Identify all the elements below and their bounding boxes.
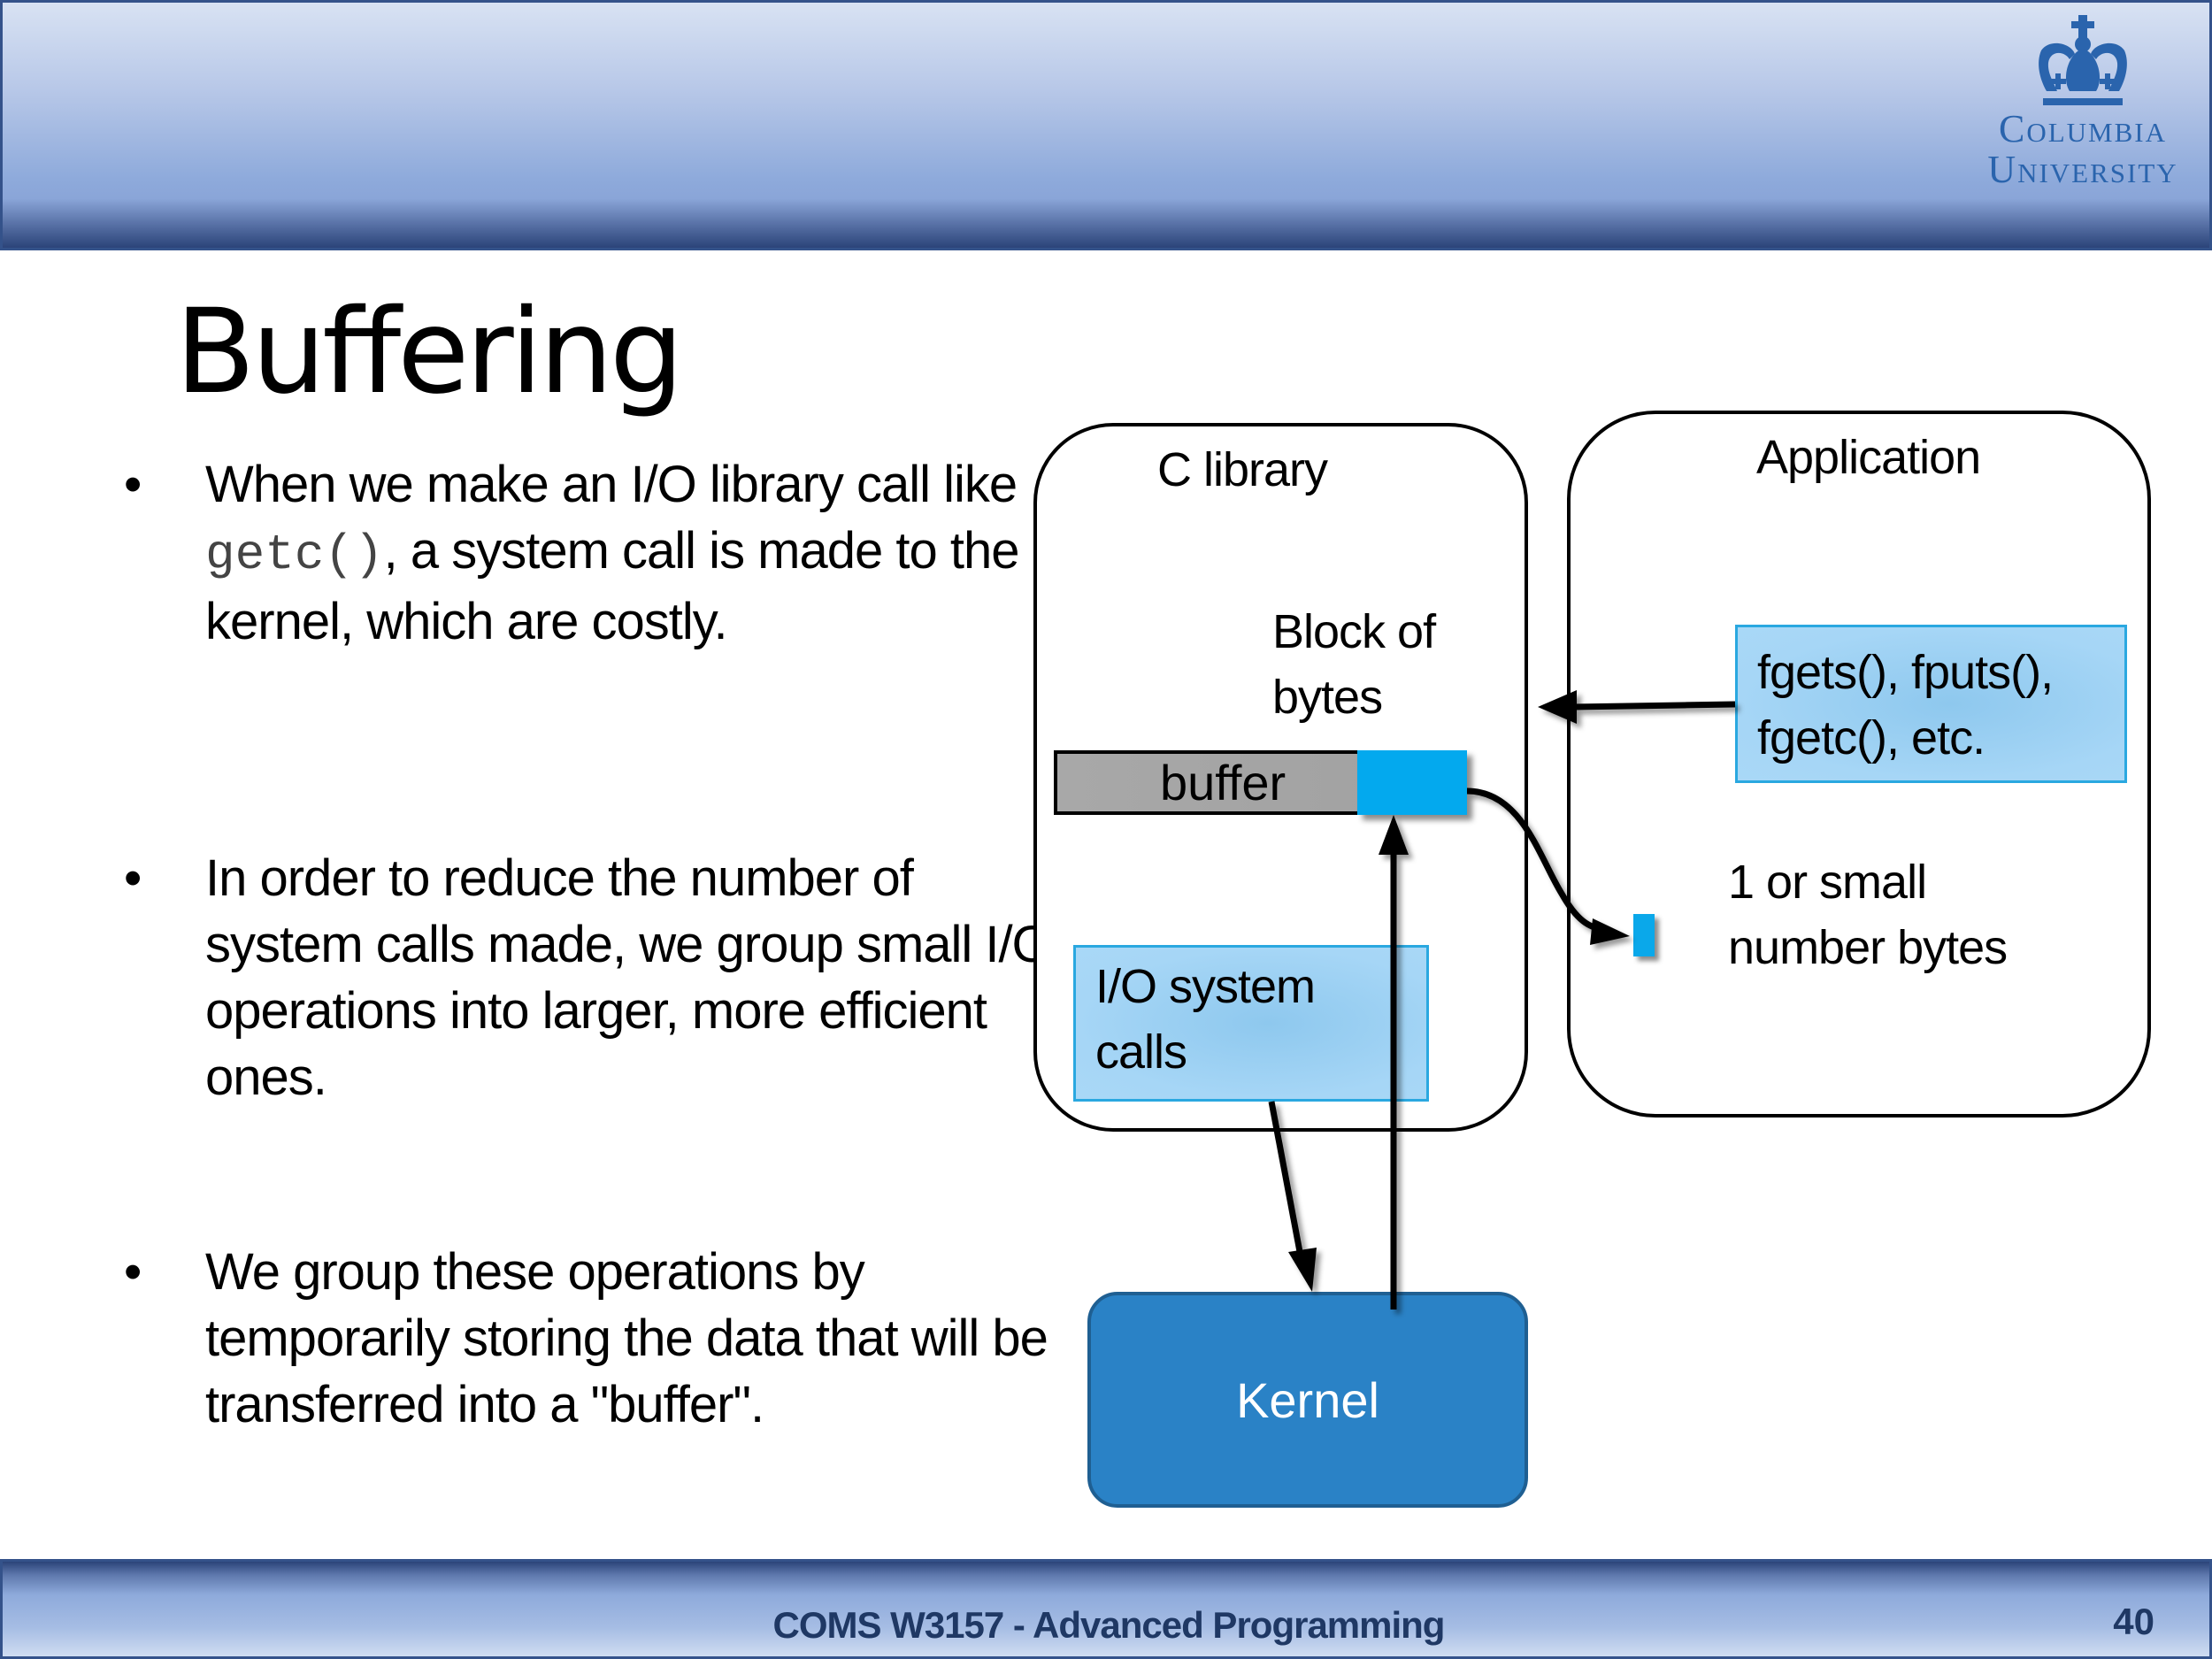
buffer-bar: buffer (1054, 750, 1396, 815)
columbia-logo: Columbia University (1963, 15, 2202, 210)
logo-line-2: University (1987, 148, 2178, 191)
bullet-item: • When we make an I/O library call like … (124, 451, 1053, 655)
page-number: 40 (2113, 1601, 2154, 1642)
bullet-text: We group these operations by temporarily… (205, 1243, 1048, 1433)
stdio-functions-label: fgets(), fputs(), fgetc(), etc. (1757, 640, 2054, 771)
stdio-line: fgetc(), etc. (1757, 711, 1985, 764)
slide-header: Columbia University (0, 0, 2212, 250)
logo-text: Columbia University (1963, 109, 2202, 190)
small-bytes-line: number bytes (1728, 921, 2008, 974)
c-library-label: C library (1157, 443, 1328, 496)
io-system-calls-box: I/O system calls (1073, 945, 1429, 1102)
bullet-text-part: When we make an I/O library call like (205, 456, 1018, 513)
io-label: I/O system calls (1095, 954, 1316, 1085)
block-label-line: Block of (1272, 605, 1436, 658)
bullet-item: • We group these operations by temporari… (124, 1239, 1053, 1438)
kernel-box: Kernel (1087, 1292, 1528, 1508)
stdio-functions-box: fgets(), fputs(), fgetc(), etc. (1735, 625, 2127, 783)
buffer-data-block (1357, 750, 1467, 815)
bullet-text: When we make an I/O library call like ge… (205, 456, 1019, 650)
course-title: COMS W3157 - Advanced Programming (772, 1604, 1446, 1646)
small-bytes-marker (1633, 914, 1655, 956)
bullet-item: • In order to reduce the number of syste… (124, 845, 1053, 1110)
code-snippet: getc() (205, 526, 384, 583)
block-label-line: bytes (1272, 671, 1383, 724)
arrow-head (1288, 1248, 1317, 1292)
bullet-text-part: , a system call is made to the kernel, w… (205, 522, 1019, 650)
small-bytes-label: 1 or small number bytes (1728, 849, 2008, 980)
crown-icon (2039, 15, 2127, 105)
kernel-label: Kernel (1236, 1371, 1379, 1428)
small-bytes-line: 1 or small (1728, 856, 1927, 909)
application-label: Application (1756, 431, 1981, 484)
logo-line-1: Columbia (1998, 107, 2167, 150)
bullet-dot: • (124, 1243, 142, 1301)
buffer-label: buffer (1160, 755, 1286, 810)
slide-title: Buffering (175, 284, 684, 420)
io-label-line: I/O system (1095, 960, 1316, 1013)
bullet-text: In order to reduce the number of system … (205, 849, 1052, 1106)
bullet-dot: • (124, 456, 142, 513)
slide-footer: COMS W3157 - Advanced Programming 40 (0, 1559, 2212, 1659)
stdio-line: fgets(), fputs(), (1757, 646, 2054, 699)
block-of-bytes-label: Block of bytes (1272, 599, 1436, 730)
bullet-dot: • (124, 849, 142, 907)
io-label-line: calls (1095, 1025, 1187, 1079)
